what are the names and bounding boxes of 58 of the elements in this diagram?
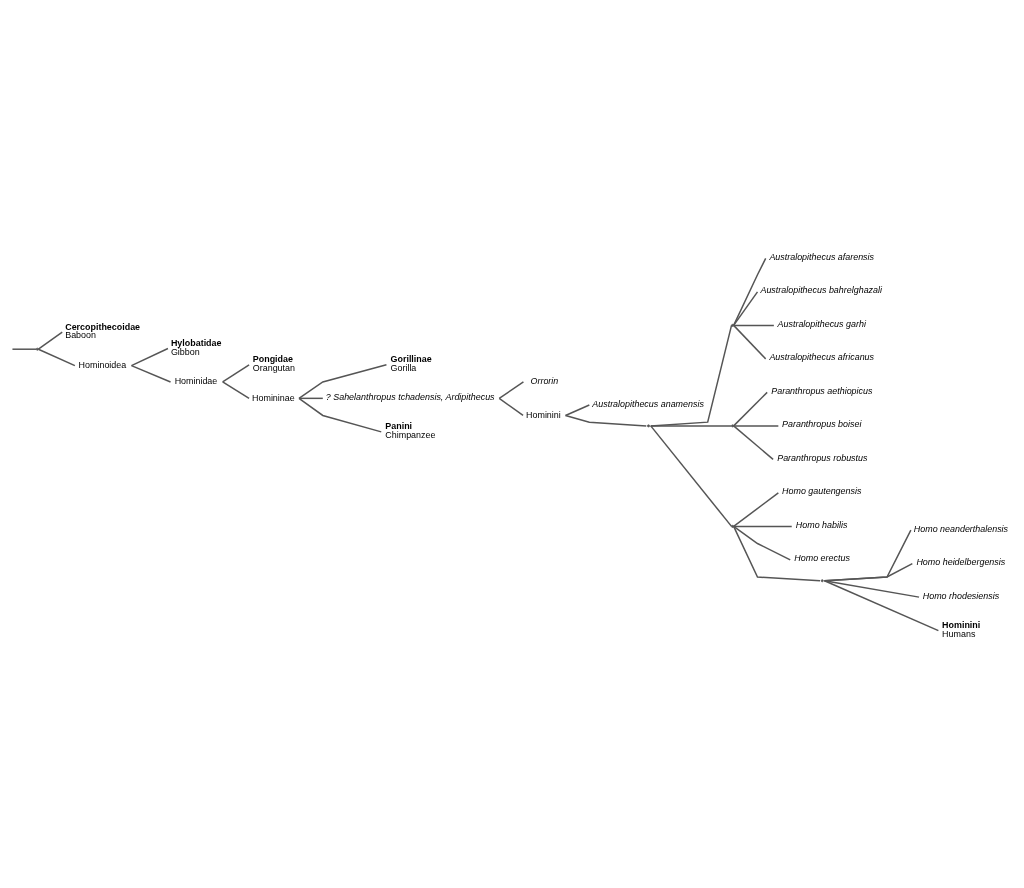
connector [221, 380, 250, 399]
node-point [731, 323, 735, 327]
connector [11, 347, 37, 350]
node-point [731, 423, 735, 427]
node-text: Homo gautengensis [782, 485, 862, 496]
node-text: Australopithecus afarensis [769, 251, 875, 262]
node-text: ? Sahelanthropus tchadensis, Ardipithecus [325, 391, 495, 402]
node-text: Homo habilis [795, 519, 848, 530]
node-text: Gorillinae Gorilla [390, 353, 432, 373]
node-point [647, 423, 650, 427]
node-text: Australopithecus africanus [769, 351, 875, 362]
connector [130, 364, 172, 383]
connector [732, 324, 775, 326]
connector [823, 562, 914, 581]
node-point [731, 524, 735, 528]
connector [732, 525, 791, 561]
connector [130, 347, 169, 366]
connector [298, 397, 382, 433]
connector [37, 347, 76, 366]
node-text: Hominini Humans [942, 619, 981, 639]
node-text: Cercopithecoidae Baboon [65, 321, 141, 340]
node-text: Australopithecus anamensis [592, 398, 704, 409]
connector [564, 414, 648, 427]
connector [823, 528, 912, 581]
connector [298, 397, 324, 399]
connector [498, 380, 525, 399]
connector [732, 324, 767, 360]
node-text: Homo rhodesiensis [922, 590, 1000, 601]
connector [732, 525, 793, 527]
node-text: Hominidae [174, 375, 218, 386]
connector [37, 330, 63, 350]
node-text: Panini Chimpanzee [385, 420, 436, 440]
connector [298, 363, 388, 399]
node-text: Hominoidea [78, 359, 127, 370]
node-text: Paranthropus robustus [777, 452, 868, 463]
node-point [35, 347, 39, 351]
connector [564, 403, 591, 416]
node-text: Homo erectus [794, 552, 850, 563]
connector [732, 290, 759, 326]
connector [498, 397, 524, 416]
node-text: Orrorin [530, 375, 559, 386]
connector [732, 257, 767, 326]
connector [221, 363, 250, 383]
node-text: Homo heidelbergensis [916, 556, 1006, 567]
connector [732, 525, 821, 581]
node-text: Paranthropus boisei [782, 418, 862, 429]
connector [823, 579, 920, 598]
node-point [820, 578, 824, 582]
node-text: Hominini [526, 409, 561, 420]
node-text: Homininae [252, 392, 295, 403]
node-text: Paranthropus aethiopicus [771, 385, 873, 396]
connector [732, 491, 780, 527]
connector [823, 579, 940, 631]
node-text: Pongidae Orangutan [252, 353, 295, 373]
node-text: Australopithecus garhi [777, 318, 866, 329]
node-text: Homo neanderthalensis [913, 523, 1009, 534]
node-text: Australopithecus bahrelghazali [760, 284, 882, 295]
node-text: Hylobatidae Gibbon [170, 337, 222, 357]
